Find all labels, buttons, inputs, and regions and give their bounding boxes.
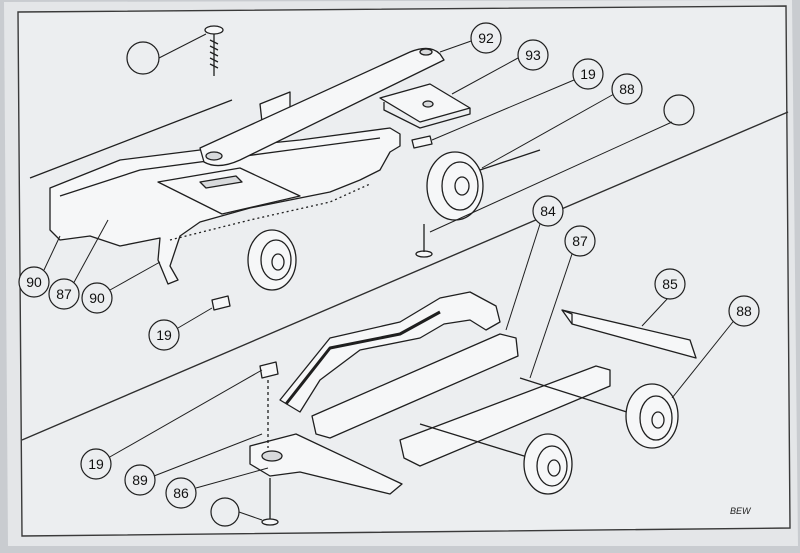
blank-callout-circle	[126, 41, 160, 75]
callout-89: 89	[124, 464, 156, 496]
nut-19-upper	[411, 135, 433, 149]
callout-88: 88	[611, 73, 643, 105]
beam-hole-front	[205, 151, 223, 161]
callout-87: 87	[564, 225, 596, 257]
wheel-88-lower-front	[523, 433, 573, 495]
callout-86: 86	[165, 477, 197, 509]
frame-rivet-line	[169, 183, 371, 241]
chassis-84	[279, 291, 501, 413]
chassis-shadow	[284, 310, 441, 405]
section-divider	[21, 111, 789, 441]
callout-87: 87	[48, 278, 80, 310]
callout-label: 93	[525, 47, 541, 63]
leader-line	[505, 223, 541, 331]
base-plate-86	[249, 433, 403, 495]
nut-19-loose	[211, 295, 231, 311]
bracket-edge	[383, 102, 471, 129]
callout-90: 90	[81, 282, 113, 314]
callout-85: 85	[654, 268, 686, 300]
leader-line	[109, 261, 161, 291]
lower-frame-rail	[399, 365, 611, 467]
wheel-88-front	[247, 229, 297, 291]
leader-line	[43, 235, 61, 271]
leader-line	[451, 57, 519, 95]
leader-line	[671, 317, 737, 399]
callout-label: 92	[478, 30, 494, 46]
bracket-hole	[422, 100, 434, 108]
callout-label: 87	[56, 286, 72, 302]
callout-label: 90	[26, 274, 42, 290]
side-rail	[311, 333, 519, 439]
leader-line	[429, 121, 673, 233]
leader-line	[439, 39, 475, 53]
leader-line	[158, 33, 207, 59]
leader-line	[153, 433, 263, 477]
leader-line	[195, 467, 269, 489]
callout-93: 93	[517, 39, 549, 71]
beam-hole-rear	[419, 48, 433, 56]
bar-85-end	[561, 309, 573, 324]
base-plate-hole	[261, 450, 283, 462]
rear-axle	[29, 99, 233, 179]
callout-label: 19	[156, 327, 172, 343]
callout-group: 92 93 19 88 90 87 90 19 84 87 85	[18, 22, 760, 509]
callout-90: 90	[18, 266, 50, 298]
leader-line	[529, 253, 573, 379]
leader-line	[431, 79, 575, 141]
screw-89	[261, 478, 279, 526]
blank-callout-circle	[210, 497, 240, 527]
callout-84: 84	[532, 195, 564, 227]
top-beam-92	[199, 47, 445, 167]
leader-line	[71, 219, 109, 287]
callout-label: 90	[89, 290, 105, 306]
nut-19-lower	[259, 361, 279, 379]
leader-line	[238, 511, 263, 521]
screw-lower-right	[415, 224, 433, 258]
callout-label: 84	[540, 203, 556, 219]
bar-85	[561, 309, 697, 359]
blank-callout-circle	[663, 94, 695, 126]
plate-slot	[199, 175, 243, 189]
callout-19: 19	[148, 319, 180, 351]
callout-92: 92	[470, 22, 502, 54]
callout-label: 89	[132, 472, 148, 488]
callout-label: 19	[580, 66, 596, 82]
diagram-frame	[17, 5, 791, 537]
callout-label: 88	[736, 303, 752, 319]
artist-signature: BEW	[730, 506, 752, 516]
leader-line	[107, 369, 263, 459]
callout-label: 88	[619, 81, 635, 97]
callout-88: 88	[728, 295, 760, 327]
leader-line	[641, 297, 669, 327]
callout-19: 19	[572, 58, 604, 90]
callout-19: 19	[80, 448, 112, 480]
leader-line	[481, 93, 615, 169]
wheel-88-lower-rear	[625, 383, 679, 449]
callout-label: 19	[88, 456, 104, 472]
callout-label: 85	[662, 276, 678, 292]
center-plate	[157, 167, 301, 215]
leader-line	[177, 307, 213, 329]
callout-label: 87	[572, 233, 588, 249]
callout-label: 86	[173, 485, 189, 501]
wheel-88-upper	[426, 149, 541, 221]
screw-upper	[204, 25, 224, 76]
